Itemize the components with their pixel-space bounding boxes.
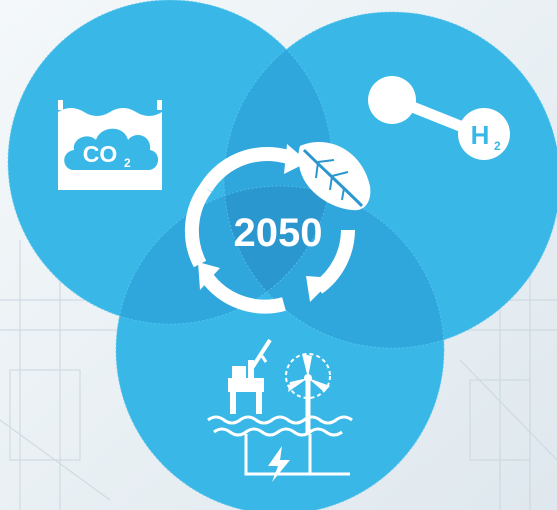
co2-label: CO bbox=[83, 141, 118, 167]
center-year-label: 2050 bbox=[234, 211, 323, 255]
co2-storage-icon: CO 2 bbox=[58, 100, 162, 190]
h2-label: H bbox=[471, 120, 490, 150]
overlap-hydrogen-offshore bbox=[224, 186, 444, 348]
hydrogen-molecule-icon: H 2 bbox=[368, 76, 510, 160]
h2-subscript: 2 bbox=[494, 139, 501, 153]
leaf-icon bbox=[298, 142, 371, 211]
wind-turbine-icon bbox=[285, 353, 331, 434]
offshore-wind-electrification-icon bbox=[207, 338, 353, 482]
overlap-co2-offshore bbox=[116, 186, 332, 324]
co2-subscript: 2 bbox=[124, 156, 131, 170]
circular-arrows-icon bbox=[184, 144, 355, 314]
oil-platform-icon bbox=[228, 338, 272, 414]
